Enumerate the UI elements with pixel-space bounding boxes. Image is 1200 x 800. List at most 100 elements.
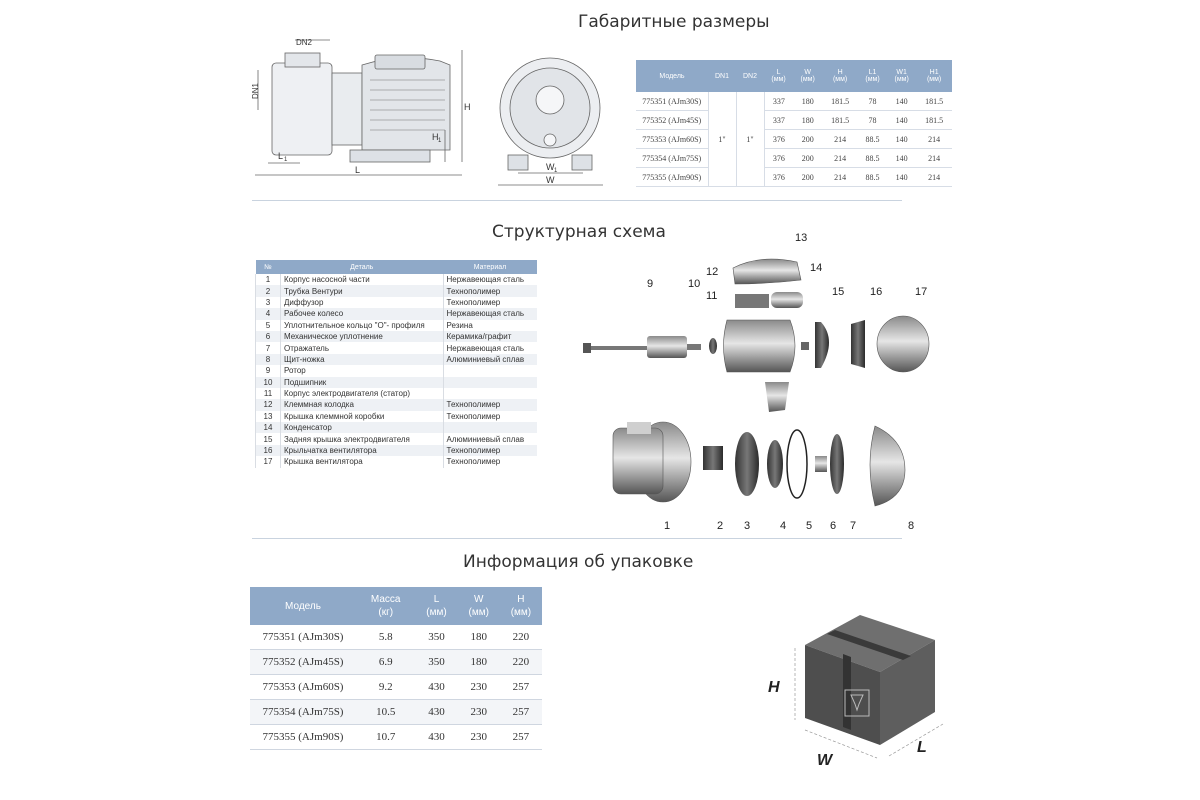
table-row: 775351 (AJm30S) 1" 1" 337 180 181.5 78 1…: [636, 92, 952, 187]
l-label: L: [355, 165, 360, 175]
pack-header-w: W(мм): [457, 587, 500, 625]
callout-16: 16: [870, 286, 883, 298]
dim-header-l1: L1(мм): [857, 60, 888, 92]
dn2-value: 1": [735, 92, 765, 187]
callout-15: 15: [832, 286, 845, 298]
callout-13: 13: [795, 232, 808, 244]
box-h-label: H: [768, 679, 780, 696]
parts-header-part: Деталь: [280, 260, 443, 274]
fragile-glass-icon: [844, 689, 870, 717]
callout-17: 17: [915, 286, 928, 298]
table-row: 775355 (AJm90S) 376 200 214 88.5 140 214: [636, 167, 952, 187]
h1-label: H: [432, 132, 439, 142]
bearing-part: [709, 338, 717, 354]
parts-header-number: №: [255, 260, 281, 274]
rotor-part: [583, 336, 701, 358]
h1-sub-label: 1: [438, 138, 442, 144]
dim-header-dn1: DN1: [708, 60, 736, 92]
callout-1: 1: [664, 520, 671, 532]
callout-2: 2: [717, 520, 724, 532]
packing-table: Модель Масса(кг) L(мм) W(мм) H(мм) 77535…: [250, 587, 542, 750]
mechanical-seal-part: [815, 456, 827, 472]
callout-10: 10: [688, 278, 701, 290]
dn1-label: DN1: [251, 82, 260, 99]
dim-header-w1: W1(мм): [887, 60, 917, 92]
table-row: 775354 (AJm75S) 376 200 214 88.5 140 214: [636, 148, 952, 168]
dim-header-w: W(мм): [793, 60, 823, 92]
foot-bracket-part: [765, 382, 789, 412]
table-row: 775353 (AJm60S) 376 200 214 88.5 140 214: [636, 129, 952, 149]
o-ring-part: [786, 429, 808, 499]
pack-header-l: L(мм): [415, 587, 458, 625]
box-l-label: L: [917, 739, 927, 756]
dimensions-table: Модель DN1 DN2 L(мм) W(мм) H(мм) L1(мм) …: [636, 60, 952, 187]
l1-sub-label: 1: [284, 157, 288, 163]
deflector-part: [830, 434, 844, 494]
callout-14: 14: [810, 262, 823, 274]
callout-6: 6: [830, 520, 837, 532]
packaging-box-drawing: H W L: [768, 615, 944, 769]
dim-header-l: L(мм): [764, 60, 794, 92]
stator-housing-part: [723, 319, 796, 373]
callout-5: 5: [806, 520, 813, 532]
rear-motor-cover-part: [815, 322, 829, 368]
parts-header-material: Материал: [443, 260, 537, 274]
callout-9: 9: [647, 278, 654, 290]
pack-header-model: Модель: [250, 587, 356, 625]
fan-cover-part: [876, 315, 930, 373]
w1-label: W: [546, 162, 555, 172]
pack-header-mass: Масса(кг): [356, 587, 416, 625]
exploded-view-drawing: [583, 258, 930, 507]
dn1-value: 1": [707, 92, 736, 187]
terminal-block-part: [735, 294, 769, 308]
w1-sub-label: 1: [554, 168, 558, 174]
l1-label: L: [278, 151, 283, 161]
capacitor-part: [771, 292, 803, 308]
pack-header-h: H(мм): [499, 587, 542, 625]
diffuser-part: [735, 432, 759, 496]
dn2-label: DN2: [296, 38, 313, 47]
callout-4: 4: [780, 520, 787, 532]
venturi-tube-part: [703, 446, 723, 470]
w-label: W: [546, 175, 555, 185]
impeller-part: [767, 440, 783, 488]
fan-impeller-part: [851, 320, 865, 368]
pump-body-part: [612, 421, 692, 503]
callout-7: 7: [850, 520, 857, 532]
table-row: 775352 (AJm45S) 337 180 181.5 78 140 181…: [636, 110, 952, 130]
callout-11: 11: [706, 290, 718, 302]
section-divider-2: [252, 538, 902, 539]
dim-header-h: H(мм): [822, 60, 858, 92]
dim-header-dn2: DN2: [736, 60, 764, 92]
shield-foot-part: [869, 425, 906, 507]
callout-3: 3: [744, 520, 751, 532]
terminal-box-cover-part: [732, 258, 802, 285]
callout-8: 8: [908, 520, 915, 532]
dimensions-title: Габаритные размеры: [578, 12, 770, 32]
callout-12: 12: [706, 266, 719, 278]
pump-side-view-drawing: DN2 DN1 L 1 L H H 1: [251, 38, 471, 176]
dim-header-h1: H1(мм): [916, 60, 952, 92]
